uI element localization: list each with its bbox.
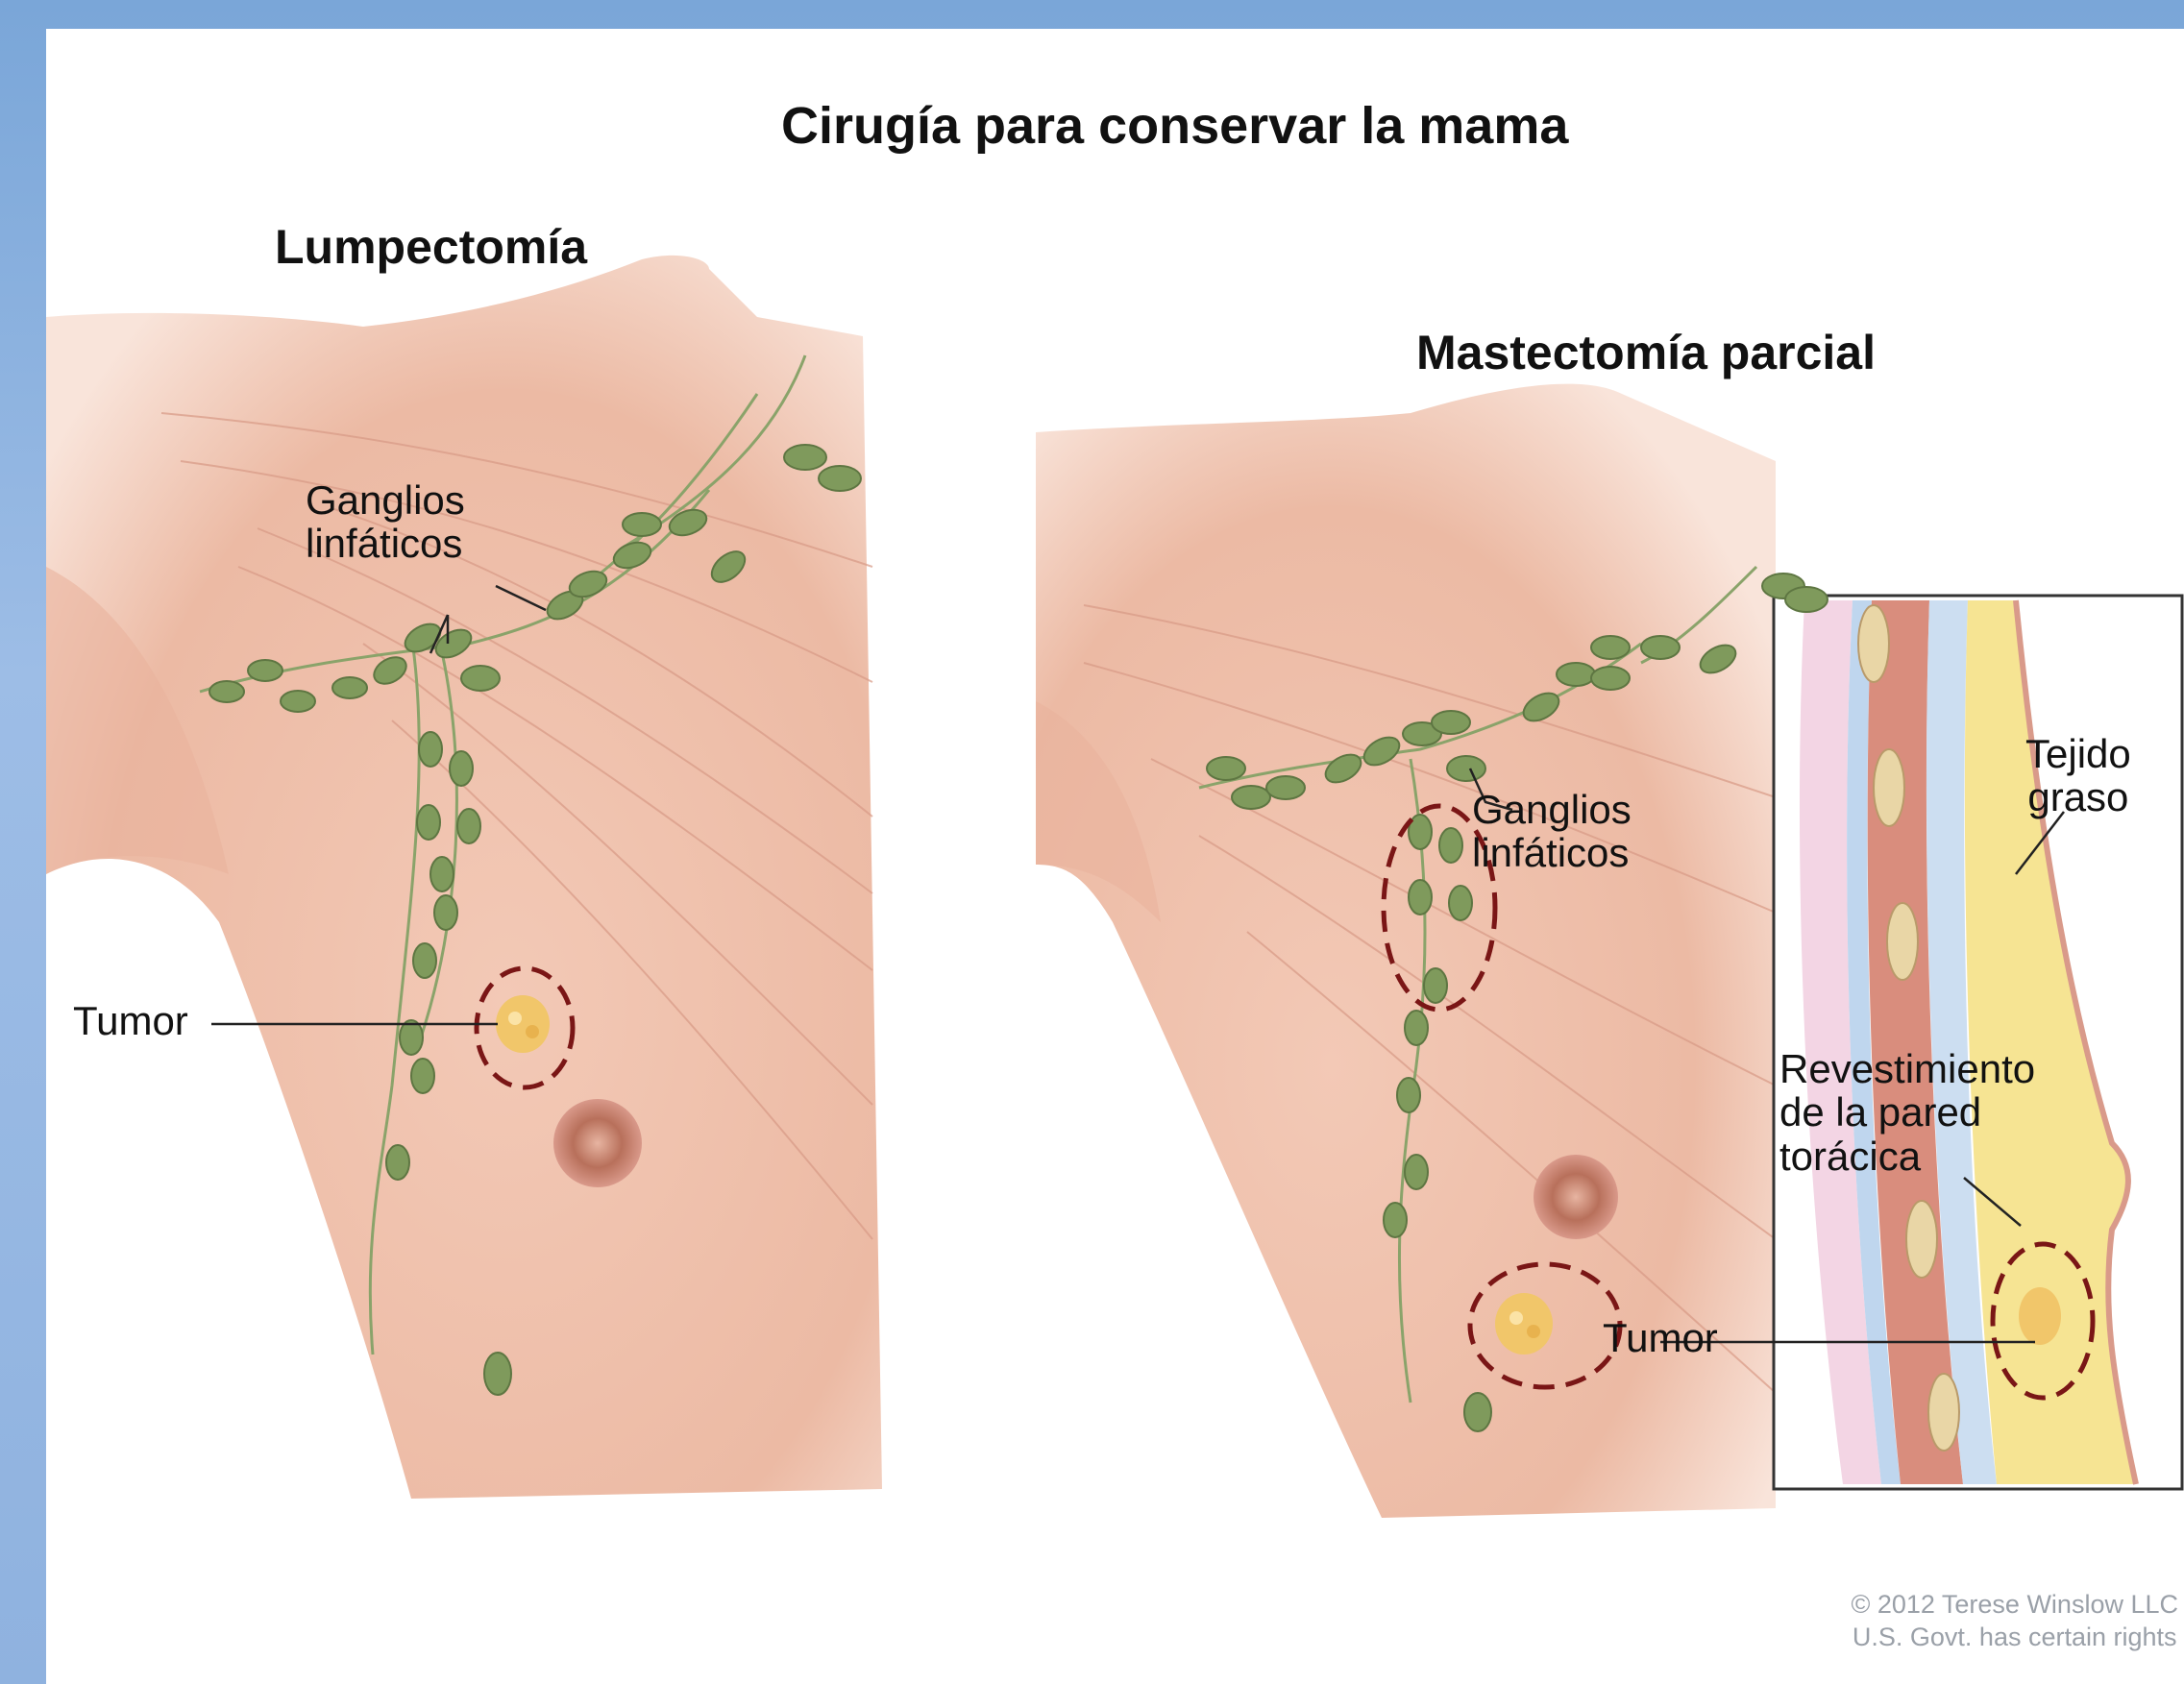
chest-wall-lining-label-line3: torácica	[1779, 1135, 2035, 1178]
cross-section-inset	[1774, 596, 2182, 1489]
diagram-title: Cirugía para conservar la mama	[781, 98, 1568, 154]
illustration	[46, 29, 2184, 1684]
chest-wall-lining-label: Revestimiento de la pared torácica	[1779, 1047, 2035, 1178]
copyright-notice: © 2012 Terese Winslow LLC U.S. Govt. has…	[1851, 1589, 2178, 1654]
right-nipple	[1534, 1155, 1618, 1239]
right-panel-title: Mastectomía parcial	[1416, 327, 1876, 378]
chest-wall-lining-label-line2: de la pared	[1779, 1090, 2035, 1134]
chest-wall-lining-label-line1: Revestimiento	[1779, 1047, 2035, 1090]
copyright-line1: © 2012 Terese Winslow LLC	[1851, 1589, 2178, 1622]
fat-tissue-label: Tejido graso	[2025, 732, 2131, 819]
copyright-line2: U.S. Govt. has certain rights	[1851, 1622, 2178, 1654]
right-nodes-label-line2: linfáticos	[1472, 831, 1632, 874]
left-panel-title: Lumpectomía	[275, 221, 587, 273]
left-nodes-label-line2: linfáticos	[306, 522, 465, 565]
left-tumor-label: Tumor	[73, 999, 188, 1042]
left-nodes-label-line1: Ganglios	[306, 478, 465, 522]
left-torso	[46, 256, 882, 1499]
fat-tissue-label-line1: Tejido	[2025, 732, 2131, 775]
diagram-frame: Cirugía para conservar la mama Lumpectom…	[46, 29, 2184, 1684]
right-nodes-label-line1: Ganglios	[1472, 788, 1632, 831]
right-tumor-label: Tumor	[1603, 1316, 1718, 1359]
left-nipple	[553, 1099, 642, 1187]
left-nodes-label: Ganglios linfáticos	[306, 478, 465, 566]
fat-tissue-label-line2: graso	[2025, 775, 2131, 818]
right-nodes-label: Ganglios linfáticos	[1472, 788, 1632, 875]
